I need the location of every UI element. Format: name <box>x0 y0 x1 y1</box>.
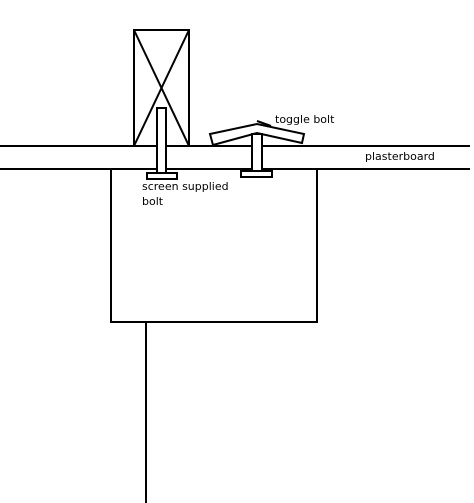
toggle-bolt-wing <box>208 122 306 147</box>
crossed-box-diagonal-2 <box>133 29 190 147</box>
toggle-bolt-label: toggle bolt <box>275 113 335 126</box>
screen-bolt-head <box>146 172 178 180</box>
screen-supplied-bolt <box>146 107 178 180</box>
plasterboard-layer <box>0 145 470 170</box>
toggle-bolt <box>208 120 306 178</box>
screen-bolt-shaft <box>156 107 167 175</box>
lower-box <box>110 169 318 503</box>
plasterboard-label: plasterboard <box>365 150 435 163</box>
screen-bolt-label-line1: screen supplied <box>142 180 229 193</box>
lower-box-outline <box>110 169 318 323</box>
toggle-bolt-head <box>240 170 273 178</box>
toggle-bolt-pointer <box>256 120 272 127</box>
toggle-bolt-shaft <box>251 133 263 173</box>
screen-bolt-label-line2: bolt <box>142 195 164 208</box>
